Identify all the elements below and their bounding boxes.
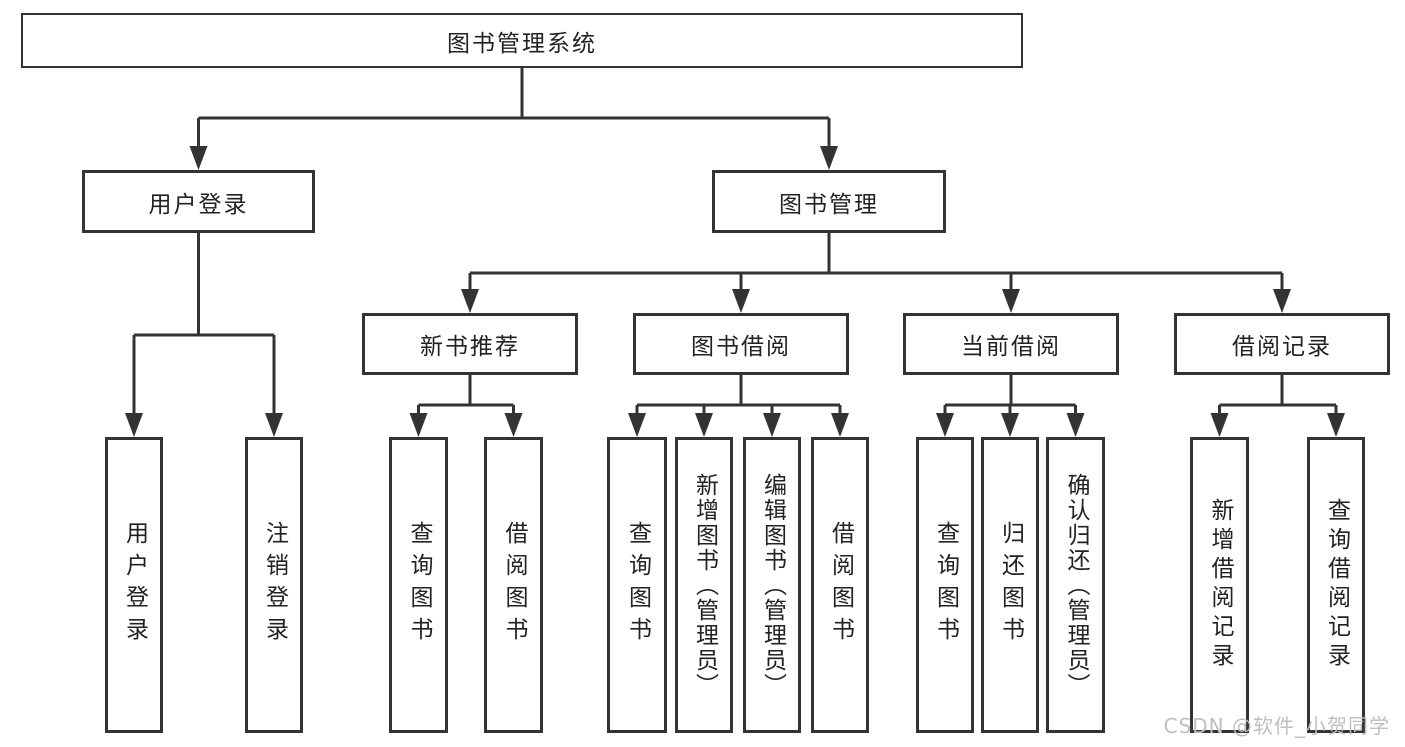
node-label: 查询图书 <box>406 521 432 649</box>
connector-user-login-branch <box>132 233 276 416</box>
node-label: 新增借阅记录 <box>1207 498 1233 672</box>
node-label: 确认归还（管理员） <box>1063 472 1089 698</box>
leaf-add-borrow-record: 新增借阅记录 <box>1190 437 1249 733</box>
node-label: 注销登录 <box>261 521 288 649</box>
node-label: 借阅记录 <box>1232 334 1332 360</box>
connector-new-book-recommend-branch <box>417 375 515 416</box>
node-label: 当前借阅 <box>961 334 1061 360</box>
connector-borrow-records-branch <box>1218 375 1338 416</box>
leaf-current-query-books: 查询图书 <box>916 437 974 733</box>
node-label: 图书管理 <box>779 191 879 218</box>
leaf-query-borrow-record: 查询借阅记录 <box>1307 437 1365 733</box>
node-label: 图书管理系统 <box>447 30 597 57</box>
node-label: 新书推荐 <box>420 334 520 360</box>
leaf-borrow-query-books: 查询图书 <box>607 437 667 733</box>
node-borrow-records: 借阅记录 <box>1174 313 1390 375</box>
node-label: 编辑图书（管理员） <box>759 472 786 698</box>
node-new-book-recommend: 新书推荐 <box>362 313 578 375</box>
leaf-user-login: 用户登录 <box>105 437 163 733</box>
leaf-add-book-admin: 新增图书（管理员） <box>675 437 733 733</box>
arrowheads-level3 <box>461 289 1291 313</box>
node-label: 借阅图书 <box>501 521 527 649</box>
arrowheads-level2 <box>189 146 838 170</box>
leaf-return-books: 归还图书 <box>981 437 1039 733</box>
node-label: 用户登录 <box>148 191 249 218</box>
leaf-confirm-return-admin: 确认归还（管理员） <box>1046 437 1105 733</box>
node-label: 查询借阅记录 <box>1323 498 1350 672</box>
node-label: 用户登录 <box>121 521 148 649</box>
node-label: 归还图书 <box>997 521 1024 649</box>
node-label: 查询图书 <box>932 521 959 649</box>
leaf-recommend-borrow-books: 借阅图书 <box>484 437 543 733</box>
leaf-edit-book-admin: 编辑图书（管理员） <box>743 437 801 733</box>
leaf-logout-login: 注销登录 <box>245 437 303 733</box>
connector-current-borrow-branch <box>943 375 1077 416</box>
csdn-watermark: CSDN @软件_小贺同学 <box>1163 714 1390 738</box>
node-label: 查询图书 <box>624 521 651 649</box>
leaf-borrow-books: 借阅图书 <box>811 437 869 733</box>
node-current-borrow: 当前借阅 <box>903 313 1119 375</box>
node-library-management-system: 图书管理系统 <box>21 13 1023 68</box>
connector-root-to-level2 <box>197 68 831 150</box>
node-label: 图书借阅 <box>691 334 791 360</box>
arrowheads-level4 <box>125 413 1345 437</box>
node-book-borrow: 图书借阅 <box>633 313 849 375</box>
connector-book-management-branch <box>468 233 1284 292</box>
node-label: 借阅图书 <box>827 521 854 649</box>
node-user-login: 用户登录 <box>82 170 315 233</box>
node-book-management: 图书管理 <box>712 170 946 233</box>
node-label: 新增图书（管理员） <box>691 472 718 698</box>
leaf-recommend-query-books: 查询图书 <box>389 437 448 733</box>
connector-book-borrow-branch <box>635 375 842 416</box>
